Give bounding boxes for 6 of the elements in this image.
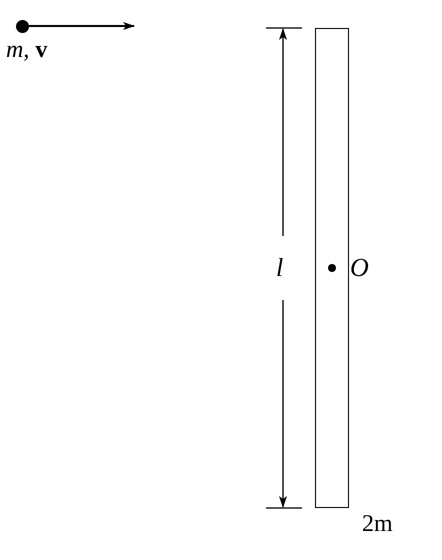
- ball: [16, 20, 29, 33]
- mass-label: m, v: [6, 38, 48, 62]
- rod: [315, 28, 349, 508]
- pivot-label: O: [350, 255, 369, 281]
- mass-label: 2m: [362, 512, 393, 536]
- length-label: l: [276, 255, 284, 281]
